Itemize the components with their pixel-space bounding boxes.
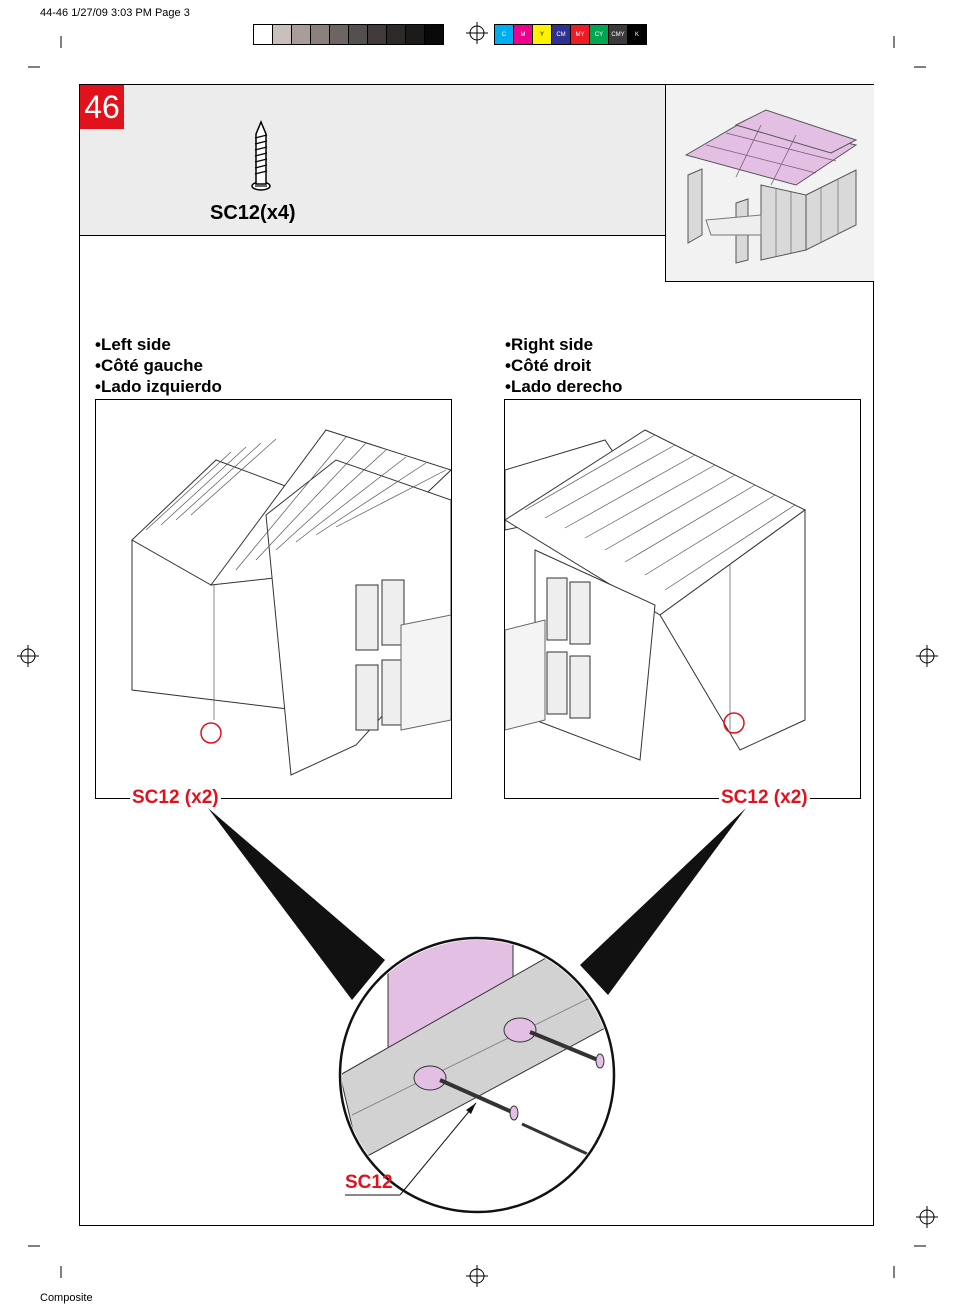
left-screw-location-marker bbox=[200, 722, 222, 744]
overview-thumbnail bbox=[665, 85, 874, 282]
part-quantity-label: SC12(x4) bbox=[210, 202, 296, 224]
cmyk-swatch: CMY bbox=[609, 25, 628, 44]
detail-label-leader bbox=[399, 1102, 477, 1196]
right-side-labels: Right side Côté droit Lado derecho bbox=[505, 334, 622, 397]
right-side-label-en: Right side bbox=[505, 334, 622, 355]
shed-overview-illustration bbox=[684, 109, 858, 264]
cmyk-swatch: Y bbox=[533, 25, 552, 44]
gray-swatch bbox=[406, 25, 425, 44]
cmyk-swatch: CY bbox=[590, 25, 609, 44]
left-side-panel bbox=[95, 399, 452, 799]
left-side-label-es: Lado izquierdo bbox=[95, 376, 222, 397]
gray-swatch bbox=[425, 25, 443, 44]
gray-swatch bbox=[330, 25, 349, 44]
right-zoom-pointer bbox=[580, 808, 746, 995]
cmyk-swatch: K bbox=[628, 25, 646, 44]
gray-swatch bbox=[273, 25, 292, 44]
right-side-label-fr: Côté droit bbox=[505, 355, 622, 376]
right-screw-location-marker bbox=[723, 712, 745, 734]
left-side-label-en: Left side bbox=[95, 334, 222, 355]
right-side-label-es: Lado derecho bbox=[505, 376, 622, 397]
gray-calibration-bar bbox=[253, 24, 444, 45]
left-zoom-pointer bbox=[208, 808, 385, 1000]
gray-swatch bbox=[368, 25, 387, 44]
print-footer: Composite bbox=[40, 1292, 93, 1304]
cmyk-swatch: M bbox=[514, 25, 533, 44]
gray-swatch bbox=[292, 25, 311, 44]
print-header: 44-46 1/27/09 3:03 PM Page 3 bbox=[40, 7, 190, 19]
gray-swatch bbox=[254, 25, 273, 44]
cmyk-swatch: CM bbox=[552, 25, 571, 44]
cmyk-swatch: MY bbox=[571, 25, 590, 44]
step-header-band bbox=[80, 85, 665, 236]
gray-swatch bbox=[387, 25, 406, 44]
screw-detail-icon bbox=[439, 1030, 605, 1121]
gray-swatch bbox=[349, 25, 368, 44]
right-side-panel bbox=[504, 399, 861, 799]
gray-swatch bbox=[311, 25, 330, 44]
left-callout-label: SC12 (x2) bbox=[130, 787, 221, 809]
left-side-label-fr: Côté gauche bbox=[95, 355, 222, 376]
instruction-frame bbox=[79, 84, 874, 1226]
shed-right-view-illustration bbox=[504, 429, 806, 761]
registration-mark-icon bbox=[17, 22, 938, 1287]
right-callout-label: SC12 (x2) bbox=[719, 787, 810, 809]
step-number-badge: 46 bbox=[80, 85, 124, 129]
left-side-labels: Left side Côté gauche Lado izquierdo bbox=[95, 334, 222, 397]
detail-screw-label: SC12 bbox=[345, 1172, 393, 1193]
screw-icon bbox=[251, 120, 271, 191]
shed-left-view-illustration bbox=[131, 429, 452, 776]
cmyk-swatch: C bbox=[495, 25, 514, 44]
